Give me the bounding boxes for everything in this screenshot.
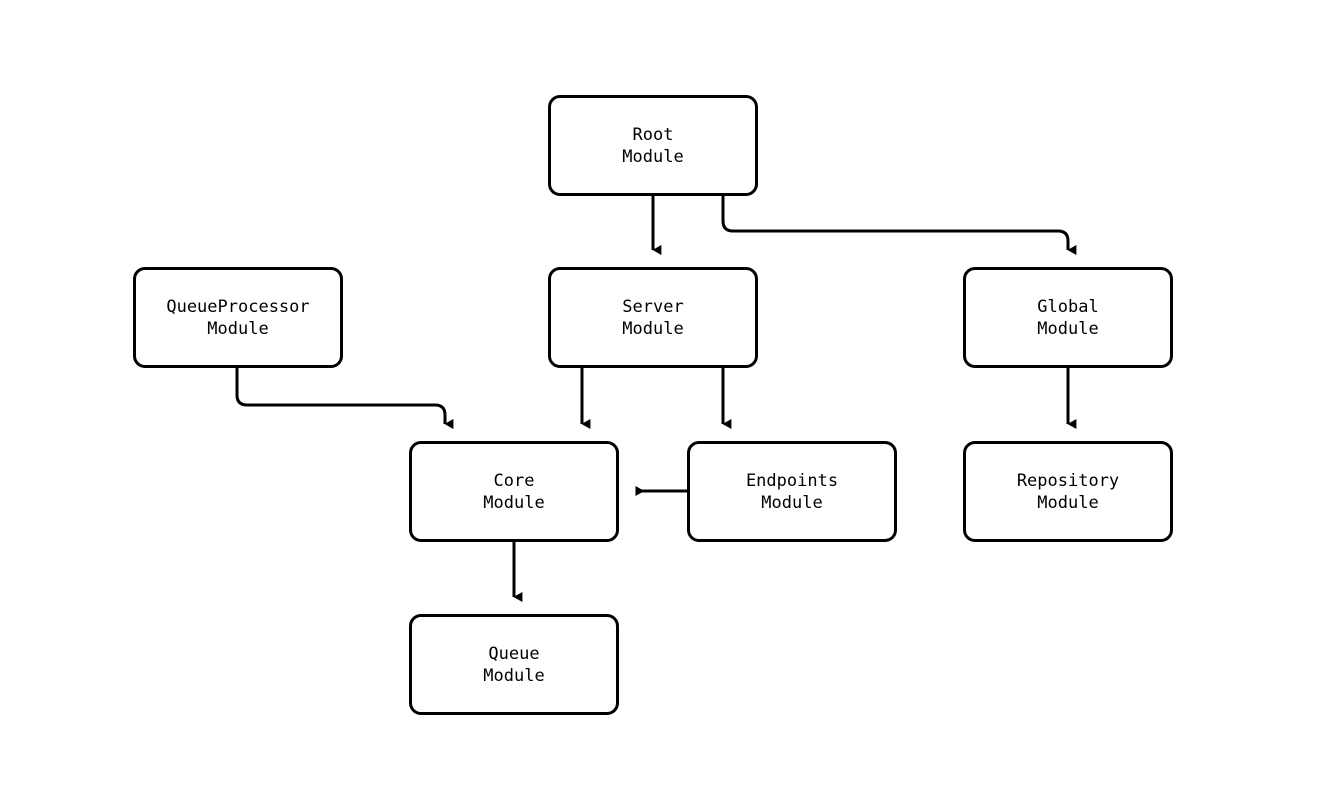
node-global-label-line2: Module (1037, 318, 1099, 339)
node-server[interactable]: Server Module (548, 267, 758, 368)
node-endpoints-label-line2: Module (761, 492, 823, 513)
node-queueprocessor-label-line1: QueueProcessor (166, 296, 310, 317)
node-server-label-line1: Server (622, 296, 684, 317)
node-core-label-line1: Core (493, 470, 535, 491)
node-core-label-line2: Module (483, 492, 545, 513)
node-repository-label-line2: Module (1037, 492, 1099, 513)
node-queueprocessor-label-line2: Module (207, 318, 269, 339)
node-global-label-line1: Global (1037, 296, 1099, 317)
edge-root-to-global (721, 196, 1077, 255)
node-queue-label-line2: Module (483, 665, 545, 686)
edge-queueprocessor-to-core (235, 368, 454, 429)
node-core[interactable]: Core Module (409, 441, 619, 542)
node-root[interactable]: Root Module (548, 95, 758, 196)
node-queue[interactable]: Queue Module (409, 614, 619, 715)
node-repository[interactable]: Repository Module (963, 441, 1173, 542)
node-endpoints[interactable]: Endpoints Module (687, 441, 897, 542)
node-root-label-line2: Module (622, 146, 684, 167)
node-repository-label-line1: Repository (1016, 470, 1120, 491)
node-server-label-line2: Module (622, 318, 684, 339)
node-root-label-line1: Root (632, 124, 674, 145)
node-endpoints-label-line1: Endpoints (745, 470, 839, 491)
node-global[interactable]: Global Module (963, 267, 1173, 368)
node-queueprocessor[interactable]: QueueProcessor Module (133, 267, 343, 368)
node-queue-label-line1: Queue (488, 643, 540, 664)
